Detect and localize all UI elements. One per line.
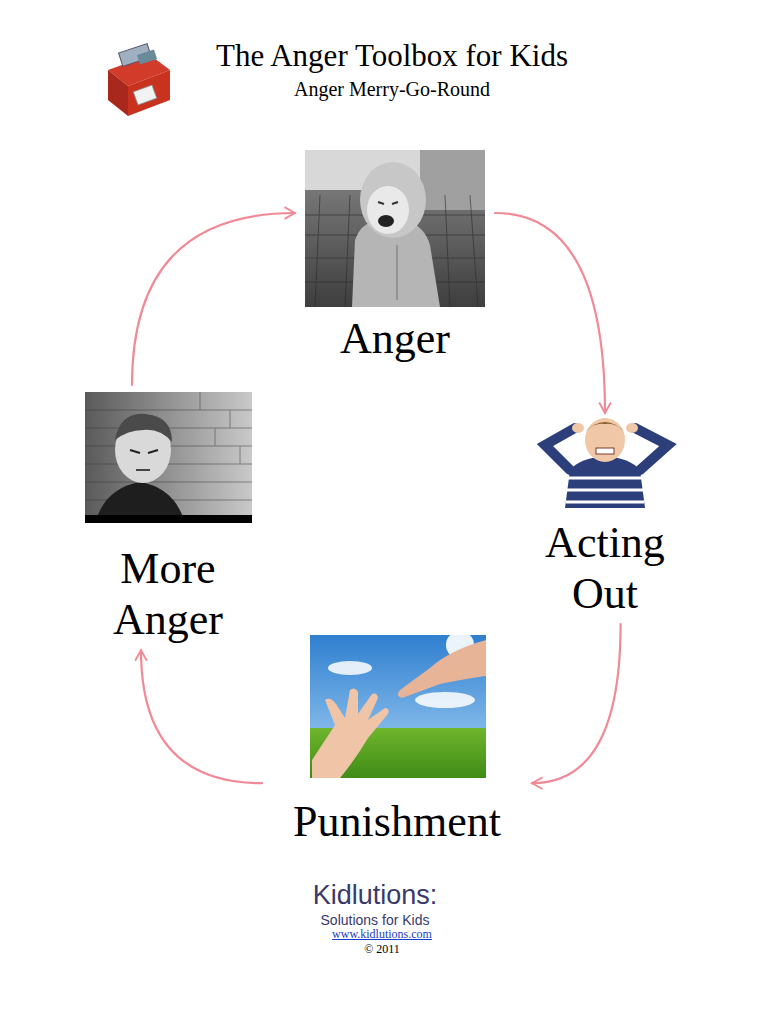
illustration-shape <box>415 692 475 708</box>
node-label: Punishment <box>267 797 527 848</box>
diagram-title: The Anger Toolbox for Kids <box>0 38 768 74</box>
illustration-shape <box>378 215 394 227</box>
node-label: Anger <box>300 314 490 365</box>
illustration-shape <box>130 450 140 453</box>
illustration-shape <box>136 469 150 471</box>
illustration-shape <box>108 70 128 116</box>
illustration-shape <box>470 195 478 307</box>
node-label: Acting Out <box>527 518 683 619</box>
cycle-arrow <box>141 650 262 783</box>
illustration-shape <box>398 640 486 698</box>
illustration-shape <box>566 478 644 502</box>
node-label: More Anger <box>78 544 258 645</box>
copyright: © 2011 <box>250 942 514 957</box>
illustration-shape <box>240 446 241 464</box>
illustration-shape <box>312 688 389 778</box>
illustration-shape <box>215 428 216 446</box>
illustration-shape <box>85 392 252 500</box>
illustration-shape <box>445 195 450 307</box>
illustration-shape <box>200 392 201 410</box>
illustration-shape <box>230 410 231 428</box>
illustration-shape <box>148 450 158 453</box>
cycle-arrow <box>132 213 295 385</box>
illustration-shape <box>137 49 157 64</box>
anger-photo <box>305 150 485 307</box>
anger-node: Anger <box>300 148 490 365</box>
subtitle: Anger Merry-Go-Round <box>0 78 768 101</box>
more-anger-photo <box>85 392 252 523</box>
illustration-shape <box>128 70 170 116</box>
illustration-shape <box>85 410 252 411</box>
punishment-node: Punishment <box>267 633 527 848</box>
illustration-shape <box>568 477 642 480</box>
acting-out-photo <box>537 418 677 508</box>
illustration-shape <box>396 245 398 300</box>
illustration-shape <box>115 414 172 442</box>
illustration-shape <box>635 428 668 470</box>
illustration-shape <box>420 150 485 210</box>
illustration-shape <box>310 635 486 778</box>
illustration-shape <box>85 515 252 523</box>
illustration-shape <box>626 423 638 433</box>
cycle-arrow <box>495 213 605 413</box>
illustration-shape <box>360 162 426 238</box>
cycle-arrow <box>532 624 621 783</box>
illustration-shape <box>315 195 320 307</box>
illustration-shape <box>367 186 409 234</box>
illustration-shape <box>567 489 643 492</box>
logo-tagline: Solutions for Kids <box>250 912 500 928</box>
illustration-shape <box>566 501 644 504</box>
illustration-shape <box>305 150 485 307</box>
illustration-shape <box>85 464 252 465</box>
illustration-shape <box>392 202 398 204</box>
illustration-shape <box>85 392 252 523</box>
illustration-shape <box>378 202 384 204</box>
illustration-shape <box>596 448 614 454</box>
toolbox-icon <box>108 44 170 116</box>
illustration-shape <box>565 456 645 508</box>
illustration-shape <box>585 418 625 462</box>
illustration-shape <box>133 85 157 105</box>
illustration-shape <box>585 422 625 432</box>
more-anger-node: More Anger <box>78 390 258 645</box>
illustration-shape <box>85 482 252 483</box>
acting-out-node: Acting Out <box>527 418 683 619</box>
illustration-shape <box>545 428 575 470</box>
illustration-shape <box>345 195 350 307</box>
illustration-shape <box>328 661 372 675</box>
illustration-shape <box>572 423 584 433</box>
website-link: www.kidlutions.com <box>250 927 514 942</box>
punishment-photo <box>310 631 486 778</box>
logo-name: Kidlutions: <box>250 880 500 911</box>
